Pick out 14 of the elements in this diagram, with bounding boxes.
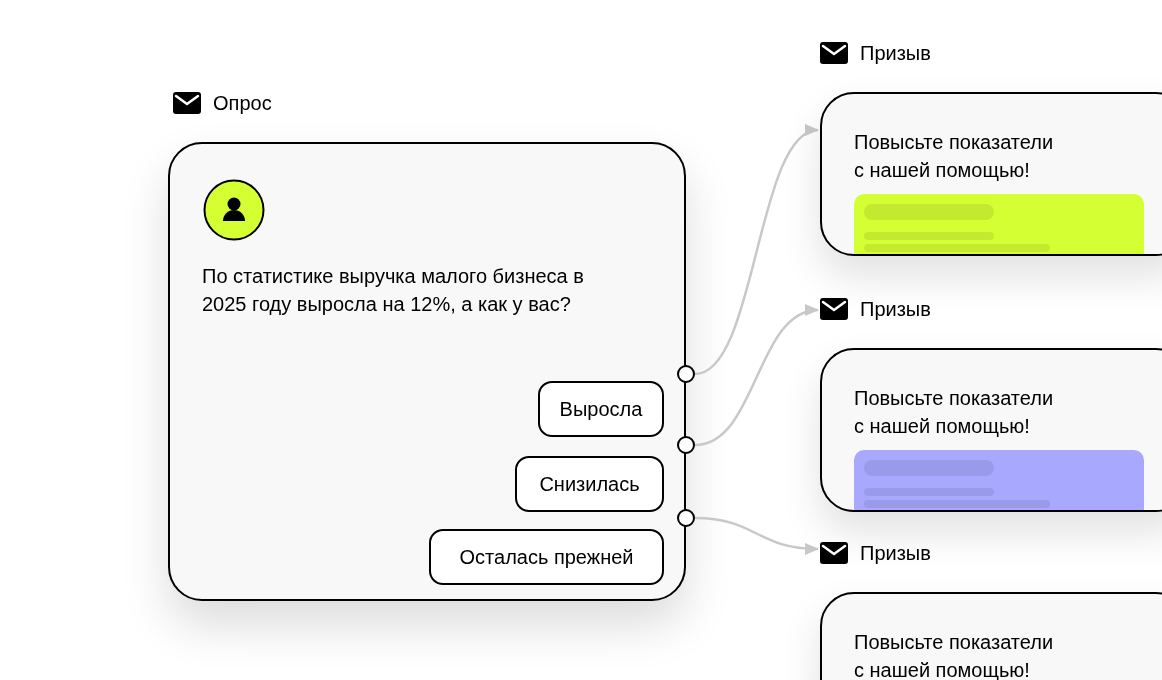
step-heading: Призыв bbox=[860, 543, 931, 563]
message-text: Повысьте показатели с нашей помощью! bbox=[854, 130, 1055, 183]
connector-arrow bbox=[694, 516, 819, 555]
answer-option: Снизилась bbox=[515, 456, 664, 512]
connection-port bbox=[677, 365, 695, 383]
connection-port bbox=[677, 509, 695, 527]
connection-port bbox=[677, 436, 695, 454]
answer-option: Осталась прежней bbox=[429, 529, 664, 585]
answer-option: Выросла bbox=[538, 381, 664, 437]
step-heading: Призыв bbox=[860, 43, 931, 63]
message-text: Повысьте показатели с нашей помощью! bbox=[854, 386, 1055, 439]
step-heading: Призыв bbox=[860, 299, 931, 319]
step-heading: Опрос bbox=[213, 93, 272, 113]
question-text: По статистике выручка малого бизнеса в 2025 году выросла на 12%, а как у вас? bbox=[202, 264, 585, 317]
